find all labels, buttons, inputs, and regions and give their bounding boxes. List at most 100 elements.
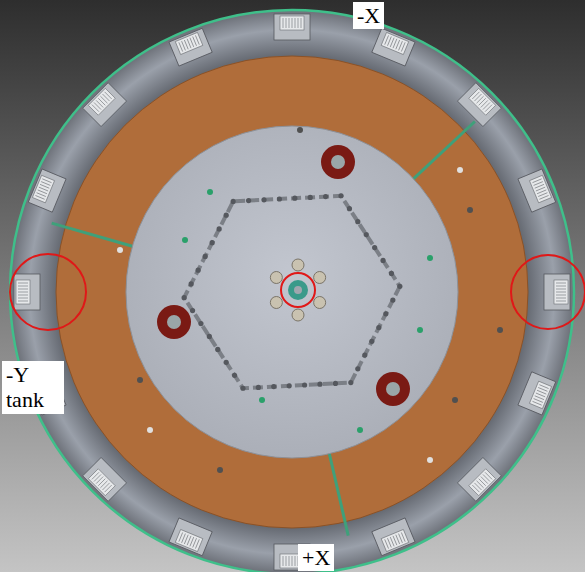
bracket-rib bbox=[556, 295, 566, 296]
bracket-rib bbox=[18, 292, 28, 293]
highlight-circle bbox=[511, 255, 585, 329]
deck-hole bbox=[452, 397, 458, 403]
bracket-block bbox=[469, 88, 496, 115]
bracket-rib bbox=[539, 195, 548, 199]
bracket-rib bbox=[295, 18, 296, 28]
deck-hole bbox=[417, 327, 423, 333]
bolt bbox=[292, 196, 297, 201]
bracket-plate bbox=[457, 457, 501, 501]
bracket-rib bbox=[195, 539, 199, 548]
rim-bracket bbox=[14, 274, 40, 310]
bracket-rib bbox=[179, 42, 183, 51]
bolt bbox=[217, 226, 222, 231]
bracket-rib bbox=[298, 18, 299, 28]
bracket-rib bbox=[182, 534, 186, 543]
bracket-block bbox=[88, 88, 115, 115]
bolt bbox=[277, 196, 282, 201]
bracket-rib bbox=[534, 399, 543, 403]
bracket-rib bbox=[187, 536, 191, 545]
bracket-rib bbox=[39, 187, 48, 191]
center-hub bbox=[288, 280, 308, 300]
rim-bracket bbox=[372, 28, 415, 66]
deck-hole bbox=[467, 207, 473, 213]
hex-rail bbox=[184, 196, 400, 388]
bracket-rib bbox=[390, 537, 394, 546]
bracket-rib bbox=[483, 102, 490, 109]
port-hole bbox=[331, 155, 345, 169]
bracket-rib bbox=[283, 556, 284, 566]
bracket-rib bbox=[96, 100, 103, 107]
bolt bbox=[338, 193, 343, 198]
bracket-plate bbox=[372, 518, 415, 556]
rim-bracket bbox=[83, 83, 127, 127]
bolt bbox=[203, 254, 208, 259]
bolt bbox=[372, 245, 377, 250]
center-bore bbox=[294, 286, 302, 294]
bracket-rib bbox=[190, 38, 194, 47]
bracket-rib bbox=[40, 184, 49, 188]
bracket-rib bbox=[98, 479, 105, 486]
bracket-rib bbox=[18, 289, 28, 290]
bracket-block bbox=[529, 381, 551, 409]
bracket-rib bbox=[18, 286, 28, 287]
rim-brackets bbox=[14, 14, 570, 570]
bracket-rib bbox=[537, 190, 546, 194]
deck-hole bbox=[427, 457, 433, 463]
bracket-rib bbox=[535, 184, 544, 188]
bracket-rib bbox=[396, 40, 400, 49]
bracket-block bbox=[469, 469, 496, 496]
bracket-rib bbox=[38, 190, 47, 194]
bracket-rib bbox=[472, 485, 479, 492]
bracket-rib bbox=[556, 286, 566, 287]
bracket-rib bbox=[535, 396, 544, 400]
deck-hole bbox=[137, 377, 143, 383]
bolt bbox=[348, 380, 353, 385]
bracket-plate bbox=[372, 28, 415, 66]
bolt bbox=[376, 325, 381, 330]
bracket-rib bbox=[98, 98, 105, 105]
bracket-rib bbox=[401, 532, 405, 541]
bracket-block bbox=[175, 529, 203, 551]
hex-bolt-pattern bbox=[182, 193, 403, 391]
bracket-rib bbox=[286, 18, 287, 28]
deck-hole bbox=[259, 397, 265, 403]
bracket-rib bbox=[481, 477, 488, 484]
bracket-rib bbox=[182, 41, 186, 50]
center-bolt bbox=[270, 272, 282, 284]
bolt bbox=[317, 382, 322, 387]
bracket-rib bbox=[18, 298, 28, 299]
rim-bracket bbox=[169, 28, 212, 66]
bolt bbox=[256, 385, 261, 390]
bracket-rib bbox=[556, 298, 566, 299]
bracket-rib bbox=[556, 301, 566, 302]
bolt bbox=[224, 213, 229, 218]
bracket-rib bbox=[92, 105, 99, 112]
bracket-rib bbox=[92, 472, 99, 479]
bolt bbox=[355, 219, 360, 224]
port-ring bbox=[321, 145, 355, 179]
bracket-rib bbox=[100, 481, 107, 488]
bracket-block bbox=[88, 469, 115, 496]
bracket-rib bbox=[289, 18, 290, 28]
bracket-rib bbox=[390, 38, 394, 47]
bracket-plate bbox=[28, 169, 66, 212]
bolt bbox=[210, 240, 215, 245]
bracket-plate bbox=[518, 372, 556, 415]
bracket-rib bbox=[399, 534, 403, 543]
bracket-block bbox=[16, 280, 30, 304]
bracket-rib bbox=[385, 35, 389, 44]
bolt bbox=[355, 366, 360, 371]
bracket-rib bbox=[193, 37, 197, 46]
bracket-block bbox=[32, 175, 54, 203]
bracket-rib bbox=[537, 390, 546, 394]
bolt bbox=[207, 334, 212, 339]
port-hole bbox=[167, 315, 181, 329]
bracket-rib bbox=[474, 94, 481, 101]
bracket-rib bbox=[539, 385, 548, 389]
center-bolt bbox=[270, 297, 282, 309]
bolt bbox=[369, 339, 374, 344]
rim-bracket bbox=[274, 14, 310, 40]
bracket-rib bbox=[399, 41, 403, 50]
bolt bbox=[397, 284, 402, 289]
bracket-rib bbox=[479, 479, 486, 486]
